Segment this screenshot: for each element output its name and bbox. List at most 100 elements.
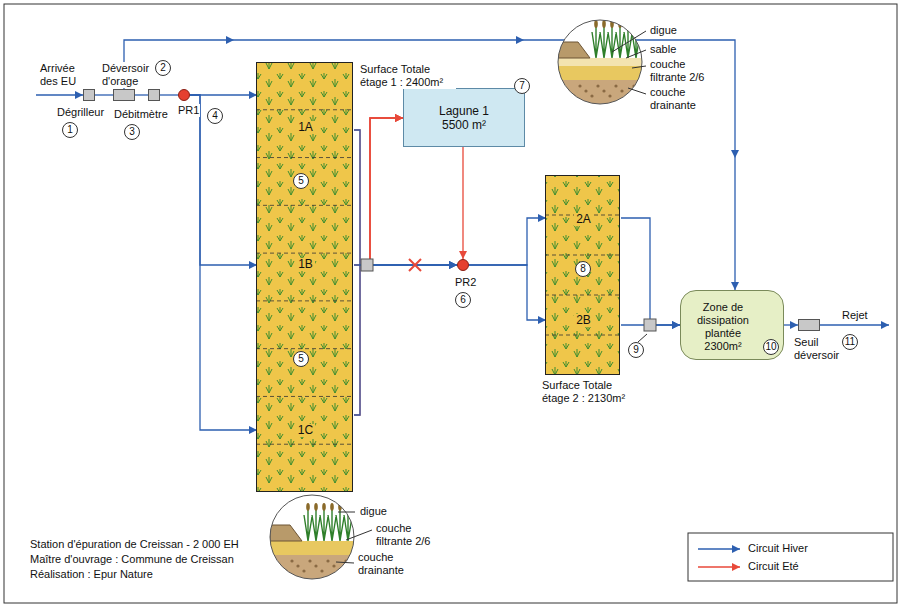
filter-bed: 1C — [257, 391, 354, 471]
lagoon: Lagune 1 5500 m² — [403, 88, 525, 147]
callout-number: 1 — [62, 122, 78, 138]
bed-section-inset-part — [558, 20, 642, 104]
callout-number: 3 — [124, 124, 140, 140]
bed-section-inset-part-part — [344, 509, 352, 541]
callout-number: 9 — [628, 342, 644, 358]
callout-text: 1 — [67, 125, 73, 135]
screen-box: Dégrilleur — [83, 89, 95, 101]
bed-section-inset-part — [270, 503, 354, 585]
bed-separators-part — [256, 348, 353, 349]
filter-bed: 2B — [546, 296, 621, 376]
flow-connector — [469, 265, 546, 320]
callout-number: 4 — [207, 108, 223, 124]
bed-section-inset-part-part — [634, 20, 638, 28]
node-label: Seuil déversoir — [793, 336, 841, 362]
bed-section-inset-part-part — [306, 503, 310, 511]
node-label: Surface Totale étage 1 : 2400m² — [359, 63, 456, 89]
flow-connector — [354, 130, 457, 265]
bed-section-inset-part-part — [616, 26, 624, 58]
bed-separators-part — [256, 300, 353, 301]
bed-section-inset-part-part — [608, 94, 611, 97]
legend-text: Circuit Eté — [748, 560, 799, 573]
bed-section-inset-part-part — [346, 503, 350, 511]
callout-number: 2 — [155, 60, 171, 76]
callout-text: 5 — [298, 176, 304, 186]
filter-stage: Surface Totale étage 2 : 2130m²2A82B — [545, 175, 620, 375]
bed-section-inset-part-part — [270, 555, 354, 585]
bed-section-inset-part-part — [272, 559, 275, 562]
text-label: digue — [360, 505, 387, 518]
closed-mark — [409, 259, 421, 271]
bed-section-inset-part-part — [350, 564, 353, 567]
callout-text: 4 — [212, 111, 218, 121]
bed-section-inset-part-part — [578, 84, 581, 87]
bed-separators-part — [256, 444, 353, 445]
bed-section-inset-part-part — [296, 564, 299, 567]
node-label: Lagune 1 5500 m² — [434, 104, 494, 132]
bed-section-inset-part-part — [590, 94, 593, 97]
text-label: couche drainante — [650, 86, 712, 112]
bed-section-inset-part-part — [328, 509, 336, 541]
callout-text: 7 — [519, 81, 525, 91]
bed-separators-part — [256, 157, 353, 158]
callout-number: 5 — [293, 351, 309, 367]
callout-text: 11 — [845, 337, 855, 347]
text-label: Station d'épuration de Creissan - 2 000 … — [30, 538, 239, 551]
bed-section-inset-part — [270, 495, 354, 579]
bed-section-inset — [270, 495, 354, 585]
leader-line — [612, 31, 646, 94]
text-label: Maître d'ouvrage : Commune de Creissan — [30, 553, 234, 566]
bed-section-inset-part-part — [336, 509, 344, 541]
filter-bed-fill — [256, 62, 353, 492]
overflow-box: Déversoir d'orage — [113, 89, 135, 101]
filter-bed: 1A — [257, 63, 354, 151]
callout-text: 5 — [298, 354, 304, 364]
bed-section-inset-part-part — [332, 564, 335, 567]
bed-separators-part — [545, 335, 620, 336]
node-label: Zone de dissipation plantée 2300m² — [689, 301, 757, 353]
callout-text: 10 — [765, 342, 776, 352]
flow-connector — [190, 95, 257, 430]
bed-section-inset-part-part — [304, 509, 312, 541]
text-label: digue — [650, 24, 677, 37]
bed-section-inset-part-part — [558, 80, 642, 110]
text-label: Réalisation : Epur Nature — [30, 568, 153, 581]
flow-connector — [354, 118, 403, 265]
flow-connector — [354, 265, 457, 415]
node-label: 1A — [296, 121, 315, 134]
bed-section-inset-part-part — [594, 20, 598, 28]
bed-section-inset-part-part — [558, 42, 590, 58]
bed-section-inset-part-part — [314, 503, 318, 511]
bed-section-inset-part-part — [314, 564, 317, 567]
filter-bed-fill — [545, 175, 620, 375]
node-label: Dégrilleur — [56, 106, 105, 119]
flow-connector — [95, 94, 113, 95]
filter-bed: 2A — [546, 176, 621, 256]
node-label: 2B — [574, 314, 593, 327]
junction-box — [361, 259, 373, 271]
bed-separators-part — [256, 109, 353, 110]
node-label: 2A — [574, 213, 593, 226]
bed-section-inset-part-part — [326, 559, 329, 562]
text-label: couche filtrante 2/6 — [650, 58, 718, 84]
bed-section-inset-part-part — [592, 26, 600, 58]
bed-section-inset-part-part — [596, 84, 599, 87]
callout-number: 8 — [575, 261, 591, 277]
bed-section-inset-part-part — [602, 89, 605, 92]
bed-separators-part — [256, 205, 353, 206]
flow-connector — [354, 118, 403, 265]
flow-connector — [124, 40, 735, 290]
flowmeter-box: Débitmètre — [148, 89, 160, 101]
junction-box — [644, 319, 656, 331]
node-label: 1C — [296, 424, 315, 437]
text-label: Arrivée des EU — [40, 62, 85, 88]
bed-section-inset-part-part — [270, 541, 354, 555]
flow-connector — [135, 94, 148, 95]
bed-section-inset-part-part — [270, 525, 302, 541]
bed-section-inset-part — [558, 20, 642, 110]
bed-section-inset-part-part — [600, 26, 608, 58]
flow-connector — [354, 118, 403, 415]
node-label: Déversoir d'orage — [101, 62, 151, 88]
leader-line — [638, 334, 647, 342]
